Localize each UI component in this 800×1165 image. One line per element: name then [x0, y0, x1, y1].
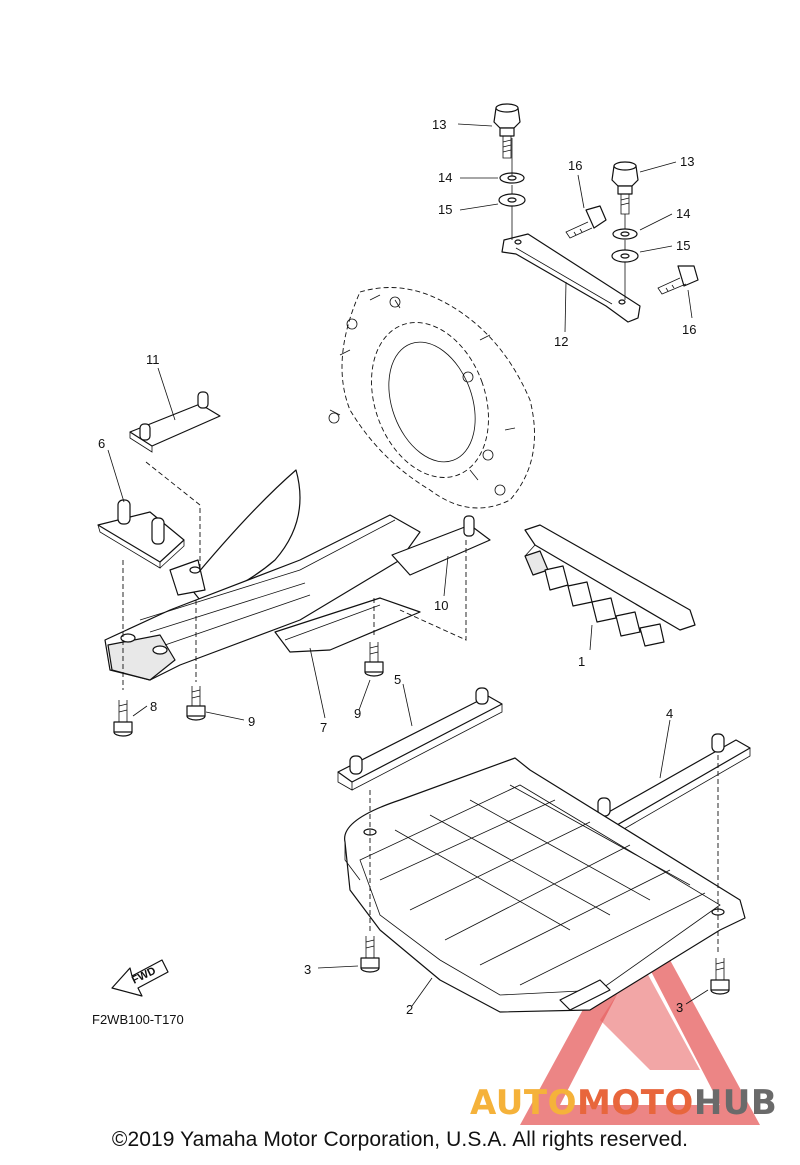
- screw-8: [113, 700, 133, 737]
- pump-housing-outline: [328, 287, 535, 509]
- washer-14-left: [499, 172, 525, 184]
- watermark-part-hub: HUB: [693, 1083, 778, 1123]
- part-6: [97, 499, 185, 569]
- callout-8: 8: [150, 699, 157, 714]
- callout-3: 3: [304, 962, 311, 977]
- callout-10: 10: [434, 598, 448, 613]
- bolt-16-lower: [657, 265, 699, 295]
- washer-15-left: [498, 193, 526, 207]
- screw-9-mid: [364, 642, 384, 677]
- callout-14: 14: [676, 206, 690, 221]
- part-11: [129, 391, 221, 453]
- copyright-notice: ©2019 Yamaha Motor Corporation, U.S.A. A…: [111, 1128, 689, 1151]
- part-7-fin: [169, 469, 301, 601]
- callout-12: 12: [554, 334, 568, 349]
- screw-9-left: [186, 686, 206, 721]
- callout-15: 15: [438, 202, 452, 217]
- callout-16: 16: [682, 322, 696, 337]
- part-7-body: [104, 514, 491, 681]
- grate-2: [344, 757, 746, 1013]
- figure-code: F2WB100-T170: [92, 1012, 184, 1027]
- callout-15: 15: [676, 238, 690, 253]
- callout-14: 14: [438, 170, 452, 185]
- callout-3: 3: [676, 1000, 683, 1015]
- bolt-16-upper: [565, 205, 607, 239]
- fwd-arrow-icon: FWD: [111, 959, 169, 997]
- watermark-part-moto: MOTO: [576, 1083, 694, 1123]
- screw-3-right: [710, 958, 730, 995]
- bracket-12: [501, 233, 641, 323]
- watermark-part-auto: AUTO: [470, 1083, 577, 1123]
- watermark-logo: AUTOMOTOHUB: [470, 1083, 777, 1123]
- callout-16: 16: [568, 158, 582, 173]
- bolt-13-left: [493, 103, 521, 159]
- callout-13: 13: [432, 117, 446, 132]
- screw-3-left: [360, 936, 380, 973]
- washer-14-right: [612, 228, 638, 240]
- callout-5: 5: [394, 672, 401, 687]
- washer-15-right: [611, 249, 639, 263]
- callout-13: 13: [680, 154, 694, 169]
- callout-9: 9: [248, 714, 255, 729]
- callout-11: 11: [146, 352, 160, 367]
- callout-9: 9: [354, 706, 361, 721]
- callout-1: 1: [578, 654, 585, 669]
- callout-2: 2: [406, 1002, 413, 1017]
- damper-1: [524, 524, 696, 647]
- bolt-13-right: [611, 161, 639, 215]
- rail-5: [337, 687, 503, 791]
- callout-7: 7: [320, 720, 327, 735]
- callout-4: 4: [666, 706, 673, 721]
- callout-6: 6: [98, 436, 105, 451]
